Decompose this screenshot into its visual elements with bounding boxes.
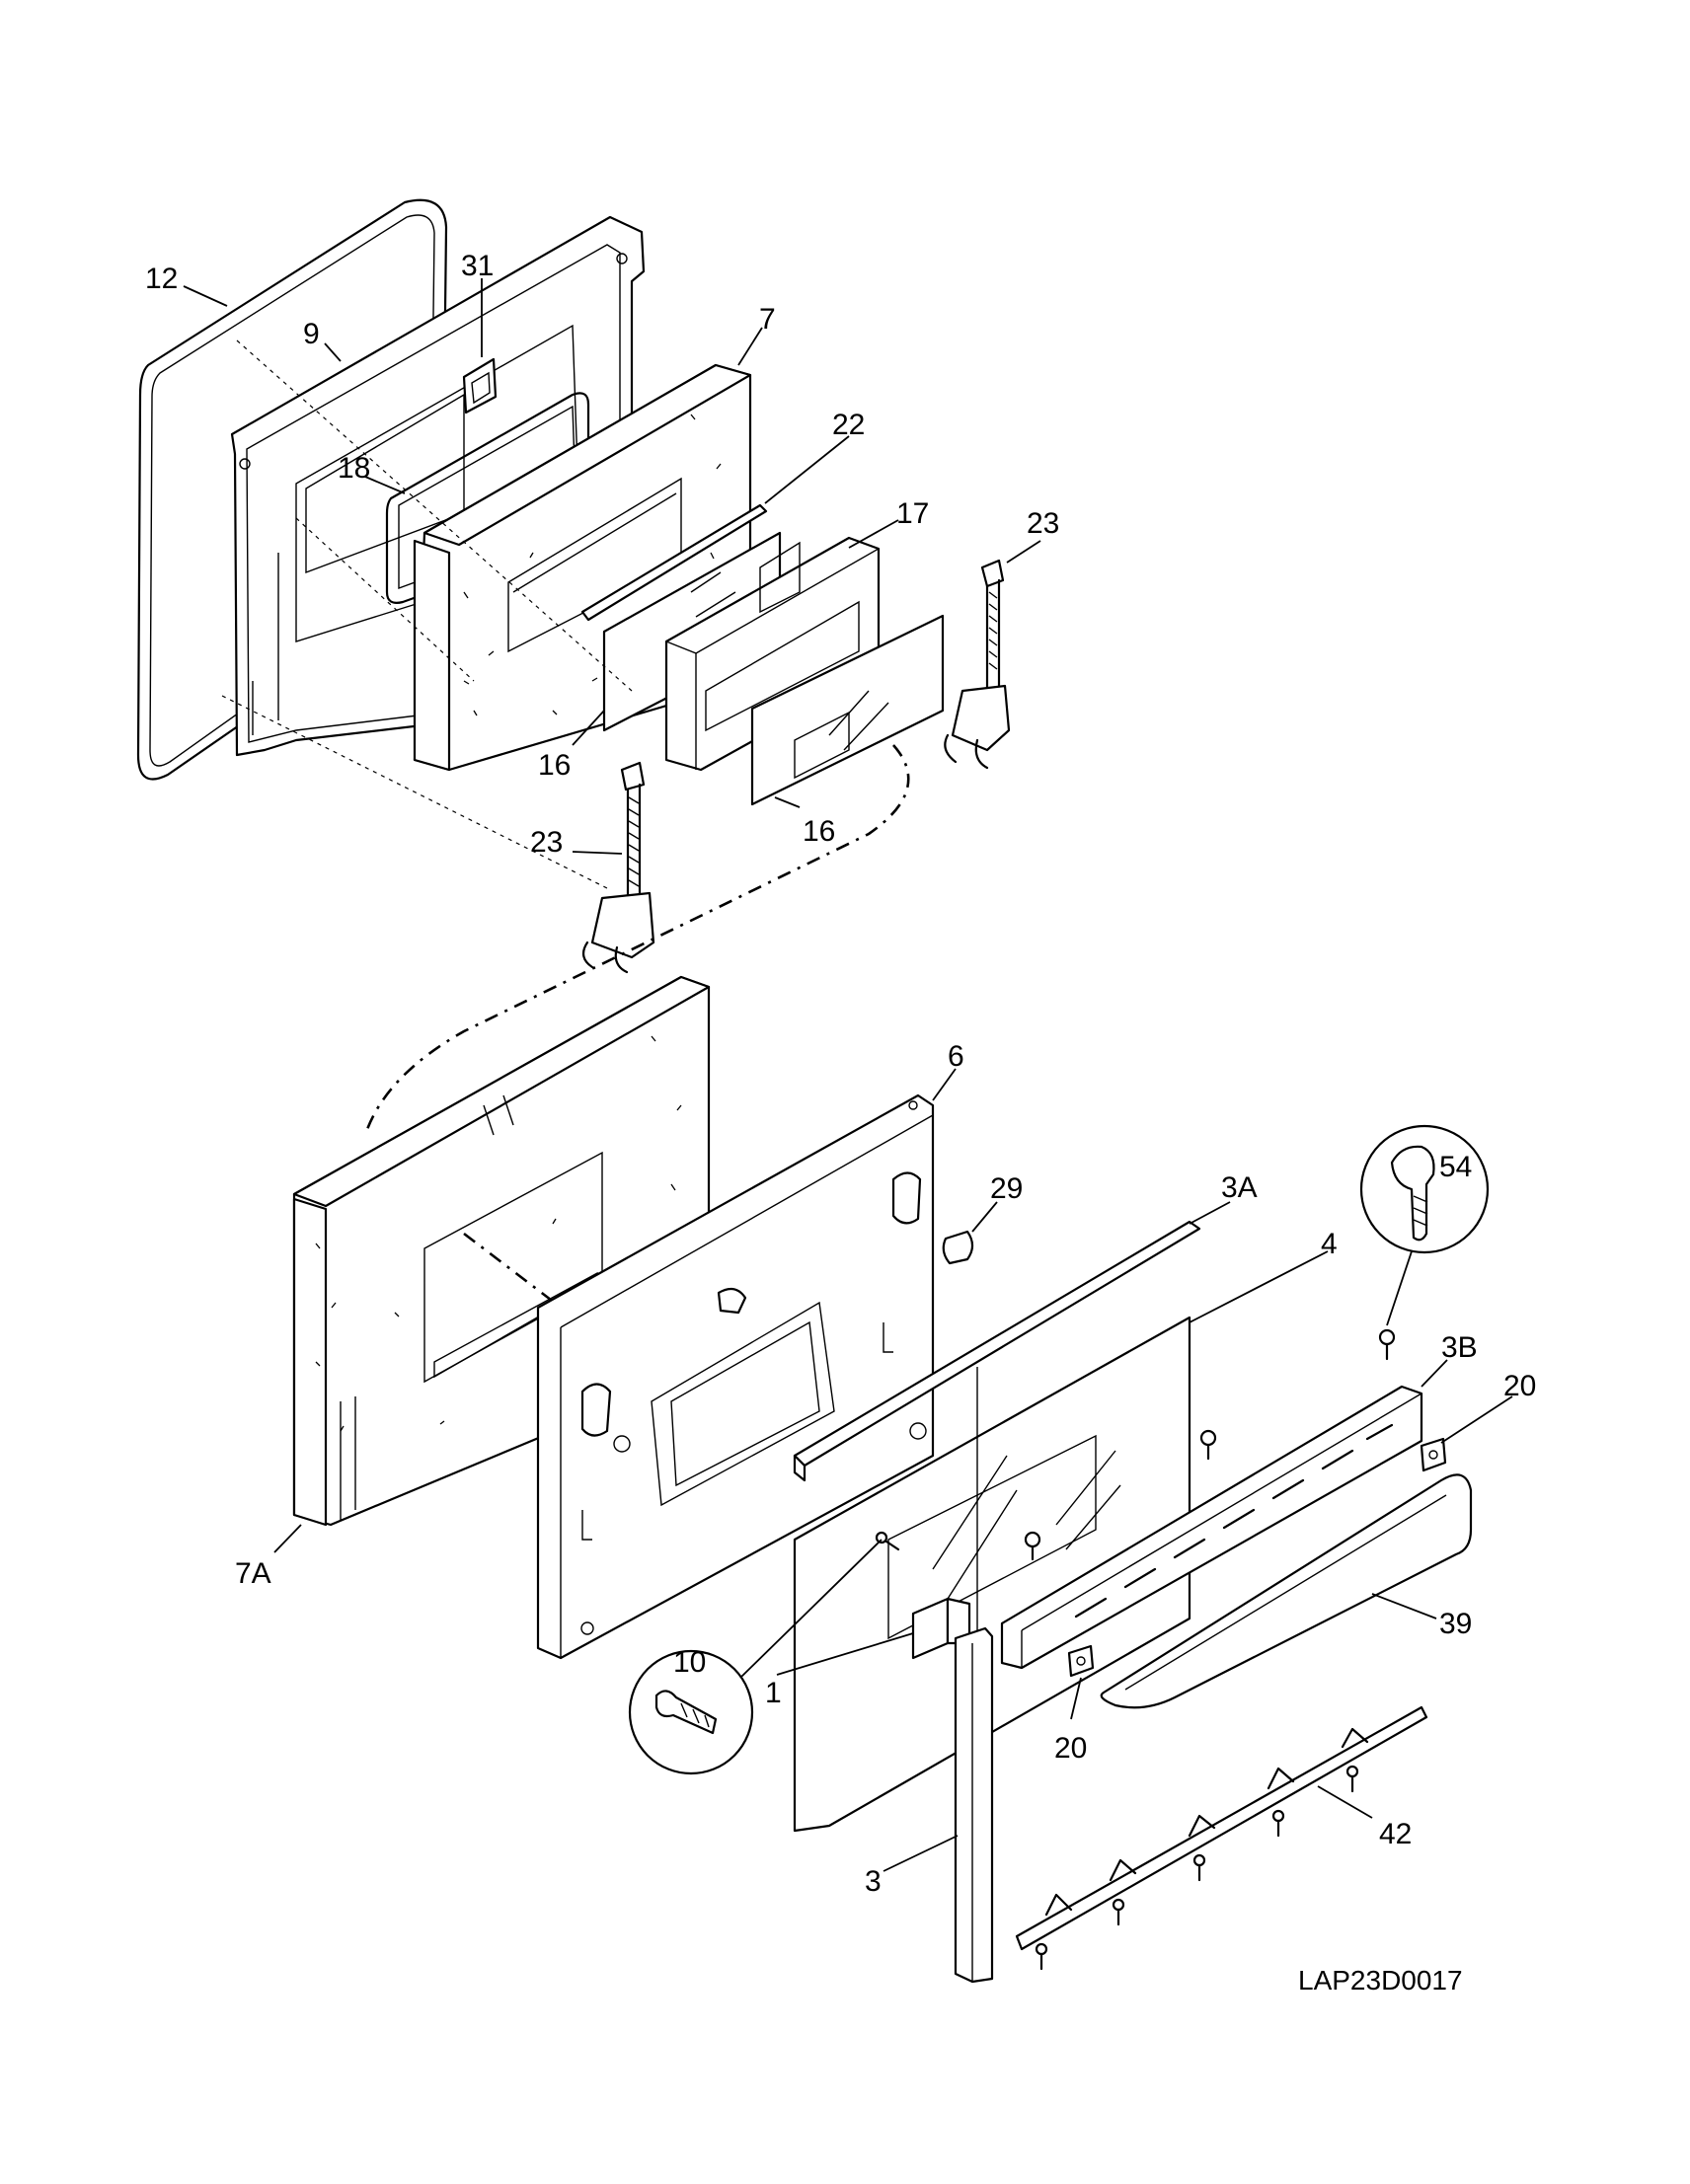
callout-20-upper: 20	[1503, 1370, 1536, 1402]
part-4-outer-glass	[793, 1316, 1191, 1833]
callout-18: 18	[338, 452, 370, 485]
part-39-door-handle	[1100, 1473, 1473, 1709]
part-54-detail-circle	[1359, 1124, 1490, 1326]
screw-small	[875, 1531, 900, 1551]
callout-3A: 3A	[1221, 1171, 1258, 1204]
part-20-clip-upper	[1420, 1437, 1447, 1472]
part-10-detail-circle	[628, 1539, 883, 1775]
screw-small	[1199, 1429, 1217, 1461]
callout-29: 29	[990, 1172, 1023, 1205]
callout-31: 31	[461, 250, 494, 282]
part-23-hinge-right	[944, 559, 1011, 770]
part-29-bumper	[942, 1230, 974, 1265]
part-3A-top-trim	[793, 1220, 1201, 1482]
callout-7A: 7A	[235, 1557, 271, 1590]
screw-small	[1378, 1328, 1396, 1361]
dashdot-assembly-line	[363, 744, 910, 1136]
callout-54: 54	[1439, 1151, 1472, 1183]
dashed-line	[463, 1232, 569, 1315]
part-23-hinge-left	[581, 761, 655, 974]
callout-16-lower: 16	[803, 815, 835, 848]
part-3B-bottom-trim	[1000, 1385, 1423, 1670]
callout-4: 4	[1321, 1228, 1338, 1260]
part-3-side-trim	[954, 1626, 994, 1984]
callout-6: 6	[948, 1040, 964, 1073]
callout-3B: 3B	[1441, 1331, 1478, 1364]
callout-22: 22	[832, 409, 865, 441]
callout-23-right: 23	[1027, 507, 1059, 540]
drawing-number: LAP23D0017	[1298, 1965, 1463, 1996]
callout-9: 9	[303, 318, 320, 350]
part-20-clip-lower	[1067, 1644, 1095, 1678]
part-6-door-panel	[536, 1093, 935, 1660]
callout-20-lower: 20	[1054, 1732, 1087, 1765]
leader-lines	[183, 278, 1513, 1872]
callout-12: 12	[145, 263, 178, 295]
part-16-glass-pane-lower	[750, 614, 945, 806]
part-1-bracket	[911, 1597, 971, 1660]
screw-small	[1024, 1531, 1041, 1561]
callout-7: 7	[759, 303, 776, 336]
callout-42: 42	[1379, 1818, 1412, 1850]
projection-line	[221, 695, 608, 889]
callout-10: 10	[673, 1646, 706, 1679]
callout-3: 3	[865, 1865, 882, 1898]
callout-16-upper: 16	[538, 749, 571, 782]
part-31-clip	[462, 357, 498, 414]
callout-1: 1	[765, 1677, 782, 1709]
callout-39: 39	[1439, 1608, 1472, 1640]
callout-17: 17	[896, 497, 929, 530]
part-22-glass-retainer	[580, 503, 768, 622]
part-42-bottom-bracket	[1015, 1705, 1428, 1971]
callout-23-left: 23	[530, 826, 563, 859]
